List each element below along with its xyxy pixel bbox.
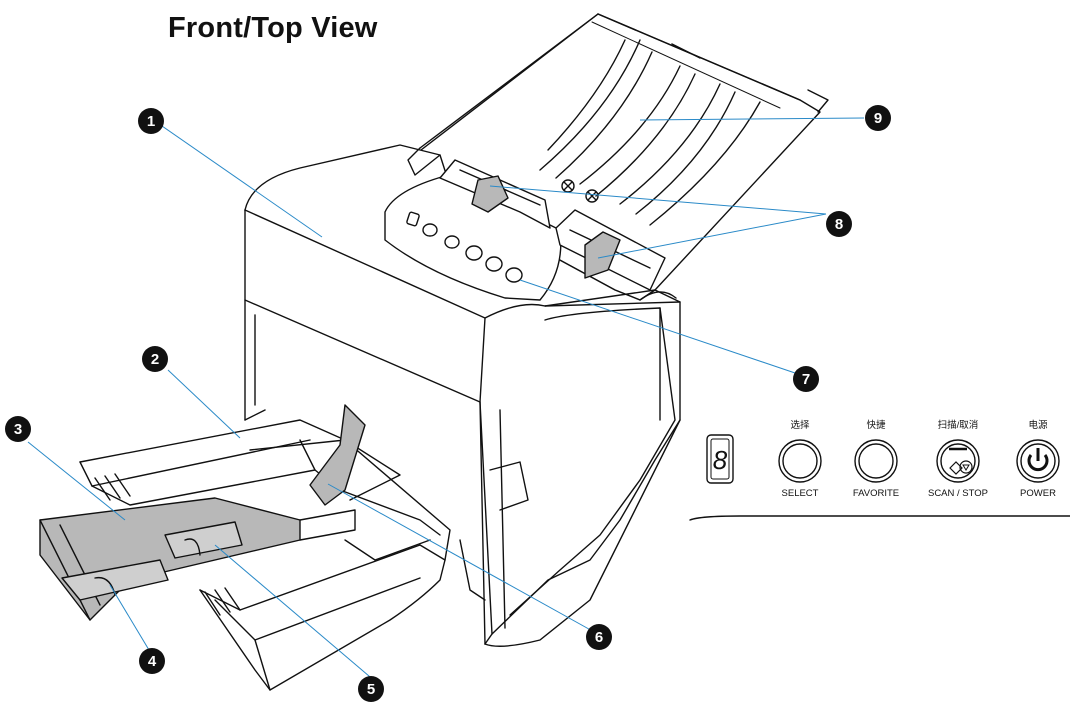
control-panel: 8 <box>706 434 1060 484</box>
callout-7: 7 <box>793 366 819 392</box>
power-label: POWER <box>1020 488 1056 499</box>
callout-4: 4 <box>139 648 165 674</box>
select-button-icon[interactable] <box>778 439 822 483</box>
power-label-cn: 电源 <box>1028 420 1048 431</box>
callout-9: 9 <box>865 105 891 131</box>
panel-edge <box>689 515 1070 521</box>
callout-2: 2 <box>142 346 168 372</box>
favorite-label: FAVORITE <box>852 488 900 499</box>
scan-stop-label: SCAN / STOP <box>927 488 988 499</box>
output-tray <box>79 419 451 691</box>
svg-text:5: 5 <box>367 681 375 698</box>
callout-5: 5 <box>358 676 384 702</box>
paper-stopper <box>309 404 366 506</box>
callout-6: 6 <box>586 624 612 650</box>
svg-text:1: 1 <box>147 113 155 130</box>
select-label: SELECT <box>781 488 819 499</box>
scanner-body <box>244 144 681 647</box>
select-label-cn: 选择 <box>790 420 810 431</box>
led-display: 8 <box>706 434 734 484</box>
svg-text:9: 9 <box>874 110 882 127</box>
svg-text:3: 3 <box>14 421 22 438</box>
callout-8: 8 <box>826 211 852 237</box>
callout-3: 3 <box>5 416 31 442</box>
favorite-button-icon[interactable] <box>854 439 898 483</box>
scan-stop-icon[interactable] <box>936 439 980 483</box>
power-icon[interactable] <box>1016 439 1060 483</box>
svg-text:7: 7 <box>802 371 810 388</box>
svg-text:4: 4 <box>148 653 157 670</box>
paper-guides <box>439 159 666 291</box>
diagram-title: Front/Top View <box>168 12 378 44</box>
scan-stop-label-cn: 扫描/取消 <box>937 420 979 431</box>
svg-text:8: 8 <box>713 445 728 475</box>
favorite-label-cn: 快捷 <box>866 420 886 431</box>
svg-text:6: 6 <box>595 629 603 646</box>
callout-1: 1 <box>138 108 164 134</box>
svg-text:2: 2 <box>151 351 159 368</box>
top-control-area <box>384 175 562 301</box>
callouts: 1 2 3 4 5 6 7 8 9 <box>5 105 891 702</box>
svg-text:8: 8 <box>835 216 843 233</box>
leader-lines <box>27 117 865 683</box>
tray-extension <box>39 497 356 621</box>
